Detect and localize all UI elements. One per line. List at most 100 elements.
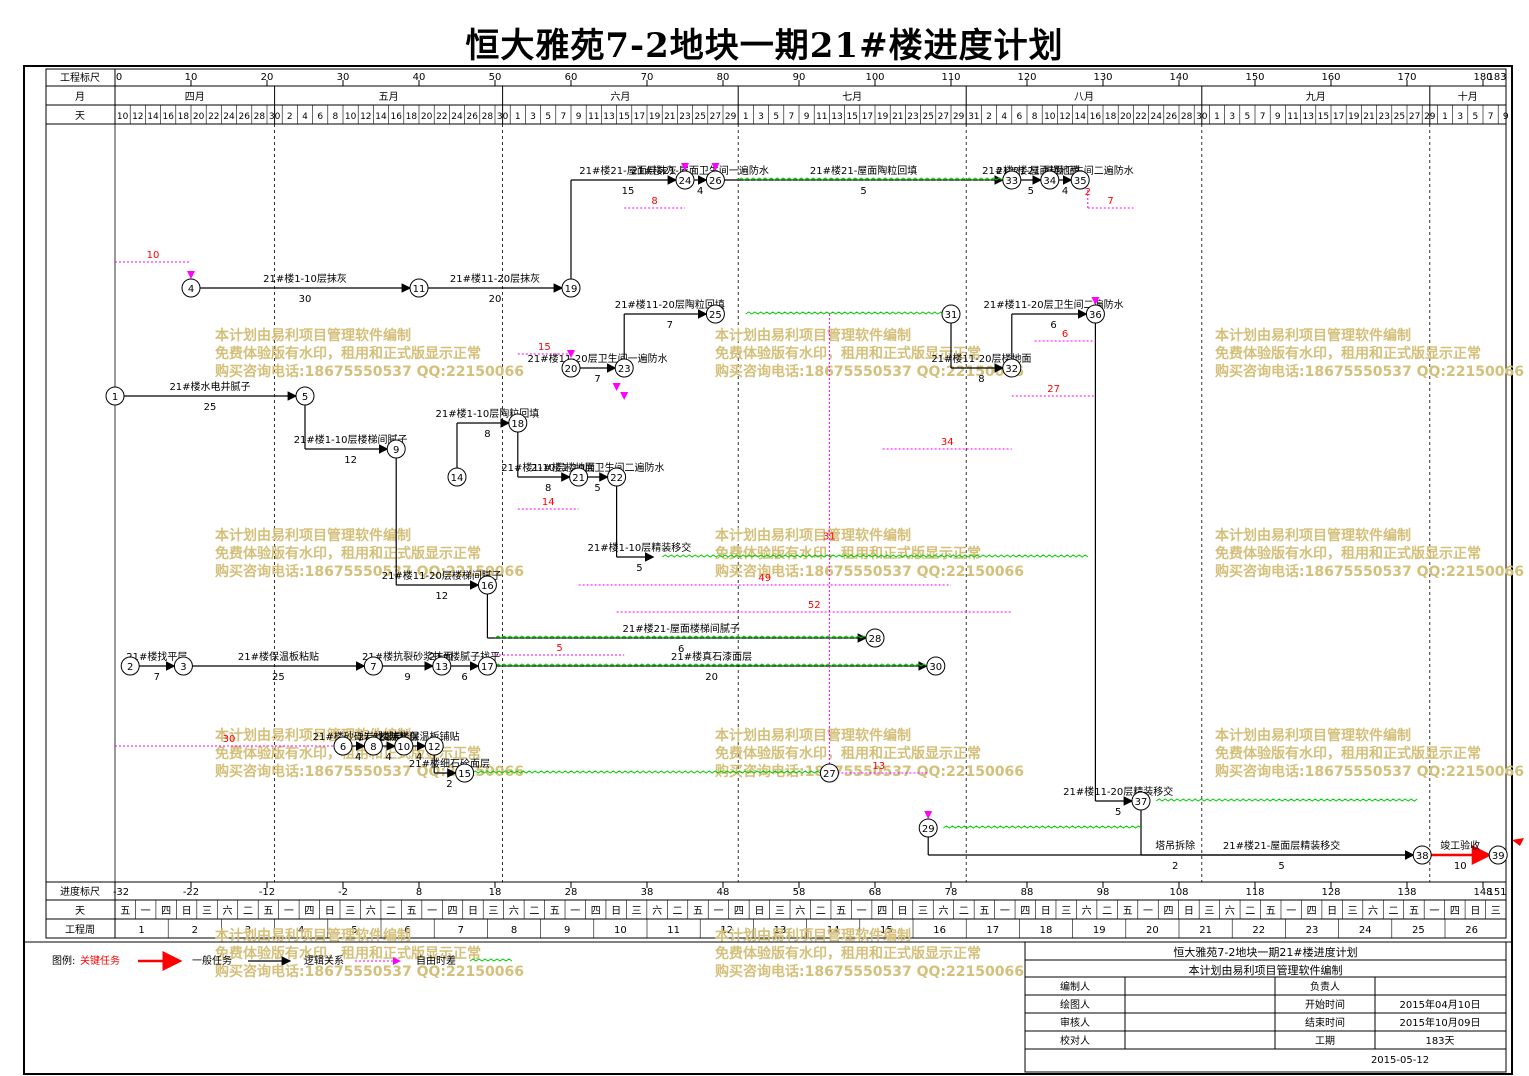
- day-label: 天: [75, 111, 85, 122]
- watermark-text: 本计划由易利项目管理软件编制: [1215, 527, 1411, 544]
- info-label: 审核人: [1060, 1016, 1090, 1029]
- day-cell: 6: [1017, 112, 1023, 122]
- info-label: 校对人: [1060, 1034, 1090, 1047]
- weekday-cell: 日: [898, 906, 908, 917]
- page-title: 恒大雅苑7-2地块一期21#楼进度计划: [465, 26, 1064, 66]
- weekday-cell: 一: [1143, 906, 1153, 917]
- progress-tick: 108: [1169, 887, 1188, 898]
- network-node: [432, 656, 452, 676]
- weekday-cell: 三: [1061, 906, 1071, 917]
- weekday-cell: 二: [959, 906, 969, 917]
- scale-tick: 180: [1473, 72, 1492, 83]
- node-number: 36: [1089, 310, 1102, 321]
- task-duration: 2: [446, 779, 452, 790]
- legend-general-label: 一般任务: [192, 954, 232, 967]
- week-cell: 14: [827, 925, 840, 936]
- day-cell: 2: [287, 112, 293, 122]
- float-line-16-28: [494, 635, 871, 639]
- node-number: 28: [869, 634, 882, 645]
- scale-tick: 120: [1017, 72, 1036, 83]
- weekday-cell: 四: [1163, 906, 1173, 917]
- float-value: 30: [223, 734, 236, 745]
- node-number: 14: [451, 473, 464, 484]
- day-cell: 1: [1214, 112, 1220, 122]
- node-number: 32: [1005, 364, 1018, 375]
- weekday-cell: 五: [1409, 906, 1419, 917]
- task-name: 21#楼保温板粘贴: [238, 650, 319, 663]
- day-cell: 15: [846, 112, 857, 122]
- week-cell: 10: [614, 925, 627, 936]
- task-name: 21#楼找平层: [126, 650, 187, 663]
- legend-float-label: 自由时差: [416, 954, 456, 967]
- weekday-cell: 三: [488, 906, 498, 917]
- weekday-cell: 五: [693, 906, 703, 917]
- node-number: 10: [397, 742, 410, 753]
- node-number: 23: [618, 364, 631, 375]
- weekday-cell: 六: [652, 905, 662, 917]
- progress-tick: 8: [416, 887, 422, 898]
- watermark-text: 购买咨询电话:18675550537 QQ:22150066: [1215, 363, 1524, 380]
- day-cell: 27: [1409, 112, 1420, 122]
- float-value: 6: [1062, 329, 1068, 340]
- day-cell: 29: [1424, 112, 1436, 122]
- day-cell: 1: [515, 112, 521, 122]
- footer-day-label: 天: [75, 906, 85, 917]
- node-number: 3: [180, 662, 186, 673]
- scale-tick: 60: [565, 72, 578, 83]
- month-cell: 四月: [185, 91, 205, 103]
- week-cell: 17: [986, 925, 999, 936]
- day-cell: 24: [1150, 112, 1162, 122]
- task-duration: 5: [1115, 807, 1121, 818]
- node-number: 27: [823, 769, 836, 780]
- day-cell: 3: [530, 112, 536, 122]
- week-cell: 9: [564, 925, 570, 936]
- day-cell: 12: [1059, 112, 1070, 122]
- node-number: 17: [481, 662, 494, 673]
- float-value: 5: [556, 643, 562, 654]
- day-cell: 3: [1457, 112, 1463, 122]
- task-duration: 8: [545, 483, 551, 494]
- task-duration: 6: [678, 644, 684, 655]
- day-cell: 3: [758, 112, 764, 122]
- legend-label: 图例:: [52, 954, 75, 967]
- network-node: [386, 439, 406, 459]
- node-number: 31: [945, 310, 958, 321]
- progress-tick: 118: [1245, 887, 1264, 898]
- weekday-cell: 四: [1020, 906, 1030, 917]
- network-node: [363, 736, 383, 756]
- network-node: [295, 386, 315, 406]
- day-cell: 15: [1318, 112, 1329, 122]
- network-node: [675, 170, 695, 190]
- scale-tick: 130: [1093, 72, 1112, 83]
- info-value: 2015年04月10日: [1400, 998, 1481, 1011]
- float-line-22: [661, 554, 1089, 558]
- week-cell: 21: [1199, 925, 1212, 936]
- watermark-text: 本计划由易利项目管理软件编制: [715, 727, 911, 744]
- task-duration: 20: [705, 672, 718, 683]
- float-value: 13: [872, 761, 885, 772]
- watermark-text: 本计划由易利项目管理软件编制: [1215, 727, 1411, 744]
- day-cell: 20: [193, 112, 205, 122]
- task-duration: 4: [1062, 186, 1068, 197]
- node-number: 6: [340, 742, 346, 753]
- watermark-text: 免费体验版有水印，租用和正式版显示正常: [1215, 545, 1481, 562]
- weekday-cell: 四: [1307, 906, 1317, 917]
- day-cell: 24: [451, 112, 463, 122]
- day-cell: 18: [178, 112, 190, 122]
- node-number: 16: [481, 581, 494, 592]
- weekday-cell: 一: [427, 906, 437, 917]
- task-duration: 4: [416, 752, 422, 763]
- weekday-cell: 日: [182, 906, 192, 917]
- scale-label: 工程标尺: [60, 72, 100, 84]
- outer-frame: [23, 65, 1513, 1075]
- weekday-cell: 日: [468, 906, 478, 917]
- task-duration: 7: [667, 320, 673, 331]
- day-cell: 7: [1488, 112, 1494, 122]
- scale-end: 183: [1487, 72, 1506, 83]
- week-cell: 26: [1465, 925, 1478, 936]
- info-label: 开始时间: [1305, 998, 1345, 1011]
- legend: 图例:关键任务一般任务逻辑关系自由时差: [52, 951, 513, 971]
- logic-arrowhead: [612, 383, 621, 391]
